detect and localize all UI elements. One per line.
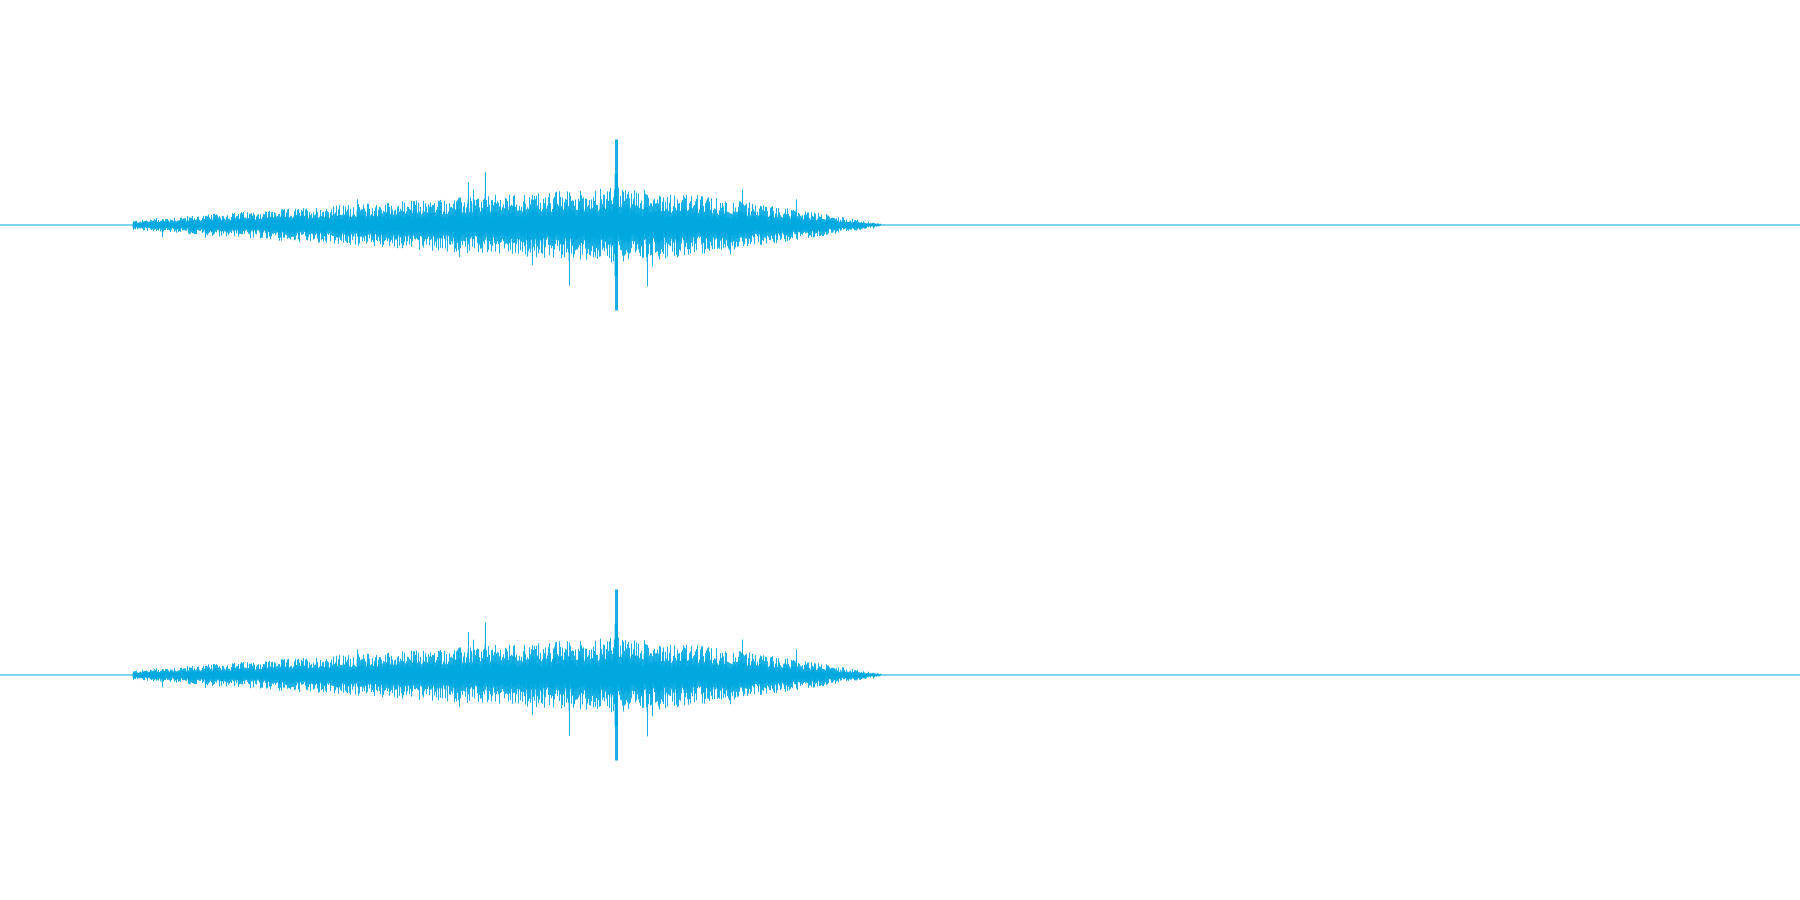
waveform-channel-1-signal	[132, 139, 888, 311]
waveform-channel-1[interactable]	[0, 0, 1800, 450]
waveform-channel-2-signal	[132, 589, 888, 761]
waveform-channel-2[interactable]	[0, 450, 1800, 900]
